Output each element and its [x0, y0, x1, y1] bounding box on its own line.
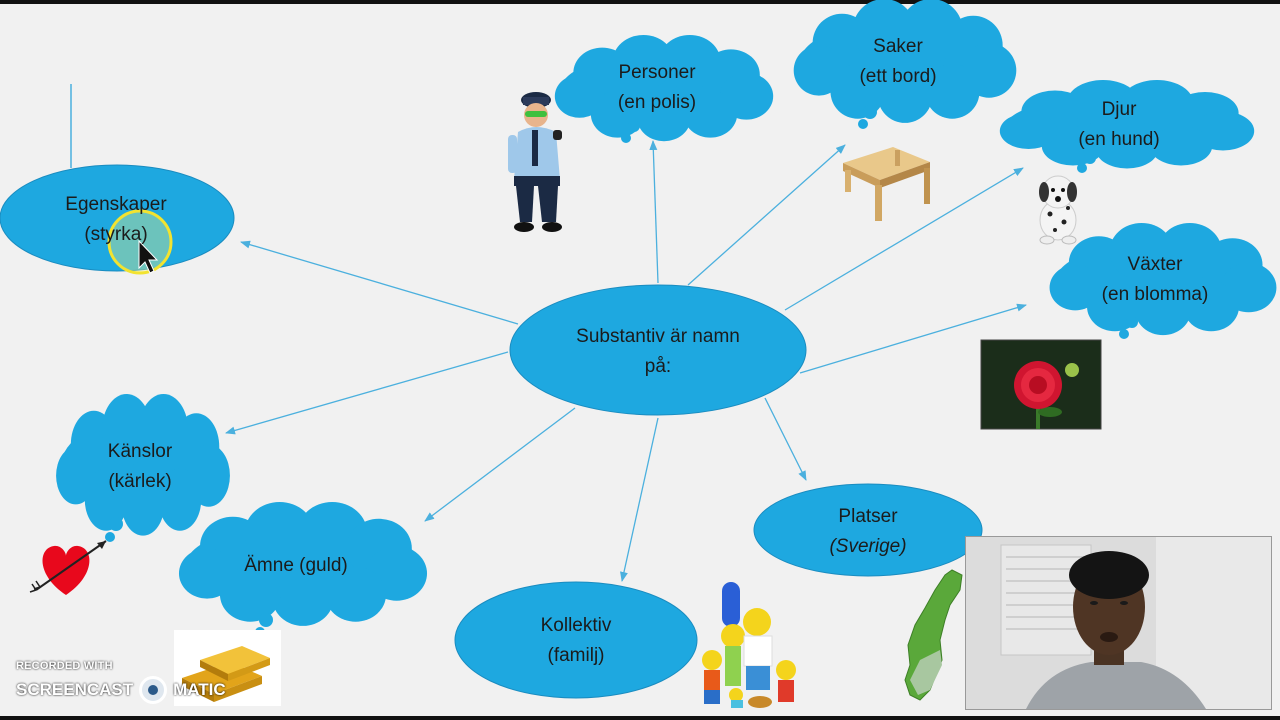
egenskaper-ellipse [0, 164, 235, 272]
arrow-kollektiv [620, 417, 659, 582]
central-line1: Substantiv är namn [576, 326, 740, 347]
kanslor-title: Känslor [107, 441, 173, 462]
arrow-platser [764, 397, 807, 481]
arrow-amne [424, 407, 576, 522]
vaxter-title: Växter [1127, 254, 1183, 275]
arrow-kanslor [225, 351, 509, 435]
heart-arrow-icon [29, 540, 107, 595]
watermark-right-text: MATIC [173, 680, 226, 699]
cloud-personer [554, 34, 774, 143]
djur-label: Djur (en hund) [1059, 95, 1179, 155]
screencast-watermark: RECORDED WITH SCREENCAST MATIC [16, 660, 226, 704]
arrow-djur [784, 167, 1024, 311]
cloud-kanslor [56, 394, 230, 542]
watermark-brand: SCREENCAST MATIC [16, 676, 226, 704]
top-border [0, 0, 1280, 4]
personer-title: Personer [618, 62, 696, 83]
amne-label: Ämne (guld) [226, 551, 366, 581]
central-label: Substantiv är namn på: [540, 322, 776, 382]
kollektiv-ellipse [454, 581, 698, 699]
bottom-border [0, 716, 1280, 720]
kollektiv-title: Kollektiv [540, 615, 612, 636]
egenskaper-title: Egenskaper [65, 194, 167, 215]
sweden-map-icon [904, 569, 963, 701]
gold-bars-icon [174, 630, 281, 706]
arrow-personer [649, 140, 659, 284]
personer-label: Personer (en polis) [590, 58, 724, 118]
platser-title: Platser [838, 506, 898, 527]
egenskaper-example: (styrka) [84, 224, 148, 245]
platser-label: Platser (Sverige) [808, 502, 928, 562]
platser-example: (Sverige) [829, 536, 907, 557]
saker-title: Saker [873, 36, 923, 57]
vaxter-example: (en blomma) [1101, 284, 1209, 305]
arrow-egenskaper [240, 240, 519, 325]
red-flower-photo [980, 339, 1102, 430]
screencast-logo-icon [139, 676, 168, 704]
vaxter-label: Växter (en blomma) [1085, 250, 1225, 310]
djur-example: (en hund) [1078, 129, 1160, 150]
djur-title: Djur [1101, 99, 1137, 120]
cloud-djur [999, 80, 1255, 173]
arrow-vaxter [799, 303, 1027, 374]
kanslor-label: Känslor (kärlek) [85, 437, 195, 497]
amne-title: Ämne (guld) [244, 555, 348, 576]
saker-label: Saker (ett bord) [838, 32, 958, 92]
cartoon-family-icon [702, 582, 796, 708]
saker-example: (ett bord) [859, 66, 937, 87]
watermark-recorded-with: RECORDED WITH [16, 660, 113, 672]
personer-example: (en polis) [617, 92, 697, 113]
central-line2: på: [644, 356, 672, 377]
cloud-saker [793, 0, 1017, 129]
mouse-cursor-icon [138, 239, 159, 274]
central-ellipse [509, 284, 807, 416]
police-officer-icon [508, 92, 562, 232]
cloud-vaxter [1049, 223, 1277, 339]
arrows [225, 140, 1027, 582]
kanslor-example: (kärlek) [108, 471, 172, 492]
table-icon [843, 147, 930, 221]
watermark-left-text: SCREENCAST [16, 680, 134, 699]
kollektiv-label: Kollektiv (familj) [516, 611, 636, 671]
presenter-video-icon [966, 537, 1271, 709]
kollektiv-example: (familj) [547, 645, 605, 666]
platser-ellipse [753, 483, 983, 577]
egenskaper-label: Egenskaper (styrka) [46, 190, 186, 250]
dalmatian-dog-icon [1039, 175, 1077, 245]
arrow-saker [687, 144, 846, 286]
webcam-overlay [965, 536, 1272, 710]
